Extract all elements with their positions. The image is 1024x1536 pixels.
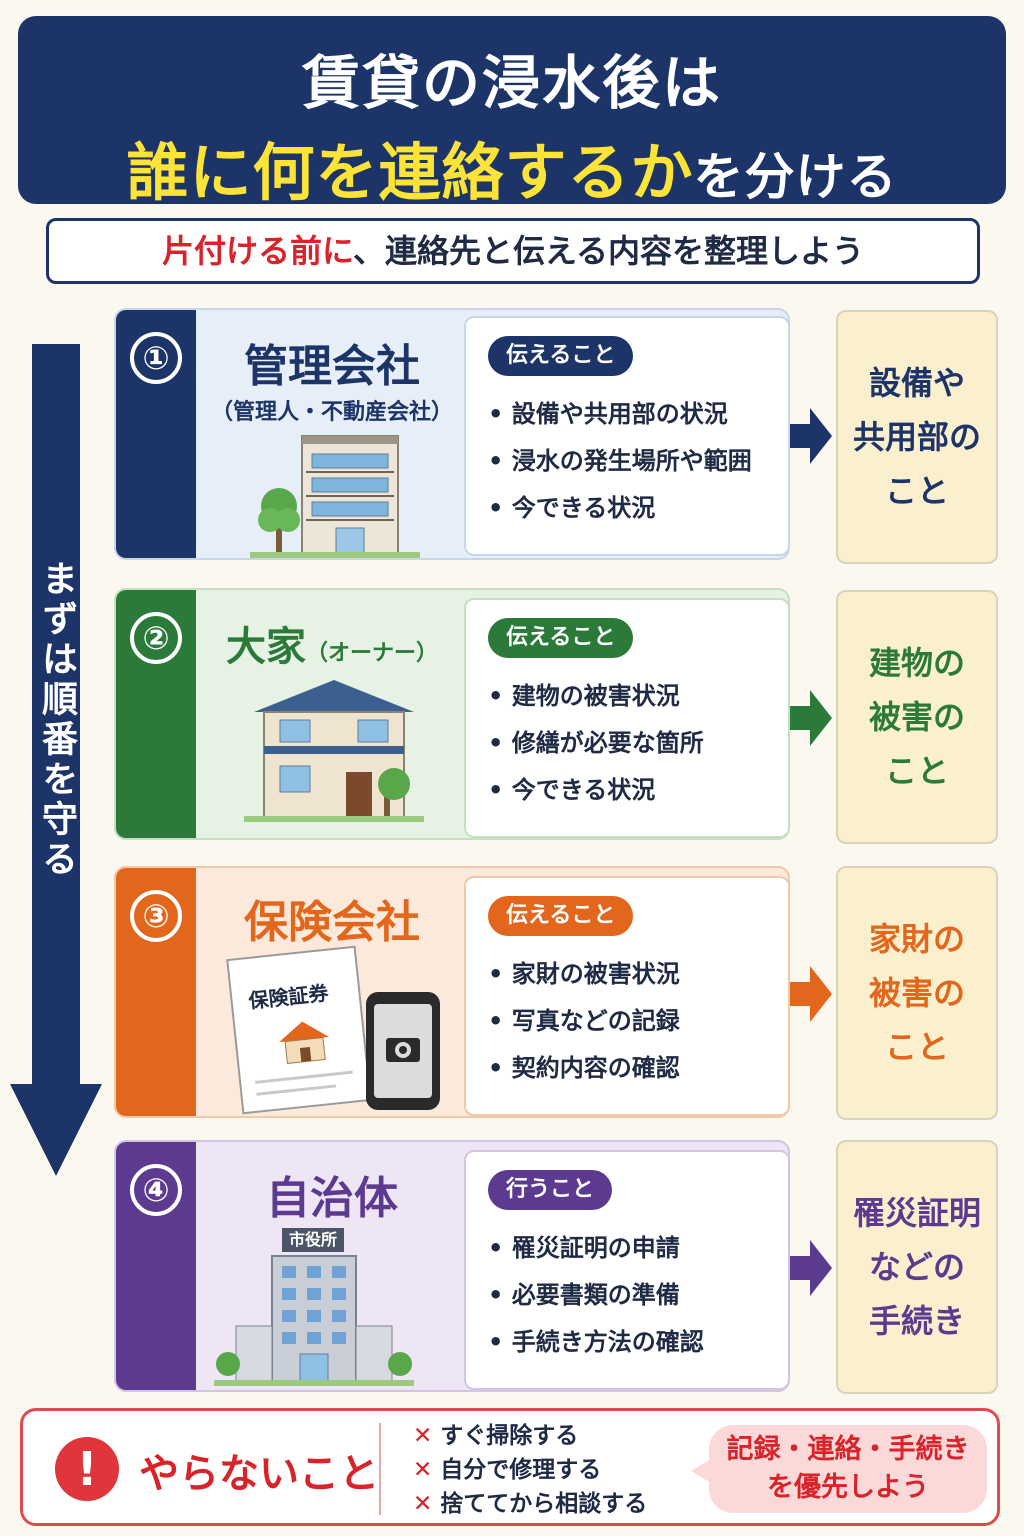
dont-item-text: すぐ掃除する (440, 1423, 579, 1449)
apartment-building-icon (250, 435, 420, 558)
list-item: • 罹災証明の申請 (488, 1234, 680, 1262)
list-item: • 今できる状況 (488, 776, 656, 804)
result-box: 罹災証明 などの 手続き (836, 1140, 998, 1394)
list-item: • 修繕が必要な箇所 (488, 729, 704, 757)
flow-label: まずは順番を守る (36, 560, 77, 880)
info-pill: 伝えること (488, 336, 634, 376)
cross-icon: ✕ (413, 1423, 433, 1449)
result-line: 共用部の (852, 418, 981, 456)
list-item: • 必要書類の準備 (488, 1281, 680, 1309)
step-number: ④ (130, 1164, 182, 1216)
result-line: こと (884, 472, 949, 510)
info-panel: 伝えること • 建物の被害状況 • 修繕が必要な箇所 • 今できる状況 (464, 598, 790, 838)
info-list: • 家財の被害状況 • 写真などの記録 • 契約内容の確認 (488, 956, 680, 1097)
step-number: ③ (130, 890, 182, 942)
list-item: • 浸水の発生場所や範囲 (488, 447, 752, 475)
list-item: • 設備や共用部の状況 (488, 400, 728, 428)
cross-icon: ✕ (413, 1457, 433, 1483)
subtitle-emphasis: 片付ける前に (161, 232, 353, 270)
smartphone-camera-icon (366, 992, 440, 1110)
step-title: 保険会社 (244, 897, 420, 948)
dont-list: ✕ すぐ掃除する ✕ 自分で修理する ✕ 捨ててから相談する (413, 1419, 647, 1521)
info-pill: 伝えること (488, 618, 634, 658)
result-line: こと (884, 1028, 949, 1066)
bubble-tail (691, 1459, 711, 1483)
result-line: 建物の (868, 644, 965, 682)
city-hall-icon (214, 1255, 414, 1386)
info-panel: 伝えること • 設備や共用部の状況 • 浸水の発生場所や範囲 • 今できる状況 (464, 316, 790, 556)
exclamation-icon: ! (55, 1437, 119, 1501)
info-panel: 行うこと • 罹災証明の申請 • 必要書類の準備 • 手続き方法の確認 (464, 1150, 790, 1390)
divider (379, 1423, 381, 1515)
info-pill: 行うこと (488, 1170, 613, 1210)
header-title-line1: 賃貸の浸水後は (301, 49, 722, 117)
dont-box: ! やらないこと ✕ すぐ掃除する ✕ 自分で修理する ✕ 捨ててから相談する 記録・… (20, 1408, 1000, 1526)
info-list: • 建物の被害状況 • 修繕が必要な箇所 • 今できる状況 (488, 678, 704, 819)
header-tail: を分ける (693, 148, 898, 206)
dont-label: やらないこと (139, 1451, 379, 1497)
advice-bubble: 記録・連絡・手続き を優先しよう (709, 1425, 987, 1513)
right-arrow-icon (790, 966, 832, 1022)
subtitle-rest: 、連絡先と伝える内容を整理しよう (353, 232, 865, 270)
header-highlight: 誰に何を連絡するか (126, 136, 694, 209)
result-line: 被害の (868, 698, 965, 736)
result-line: 設備や (868, 364, 965, 402)
result-line: 被害の (868, 974, 965, 1012)
list-item: ✕ 捨ててから相談する (413, 1487, 647, 1521)
step-title: 管理会社 (244, 341, 420, 392)
right-arrow-icon (790, 1240, 832, 1296)
list-item: ✕ すぐ掃除する (413, 1419, 647, 1453)
info-pill: 伝えること (488, 896, 634, 936)
result-box: 設備や 共用部の こと (836, 310, 998, 564)
header-banner: 賃貸の浸水後は 誰に何を連絡するかを分ける (18, 16, 1006, 209)
list-item: • 手続き方法の確認 (488, 1328, 704, 1356)
house-small-icon (279, 1021, 329, 1064)
step-title: 自治体 (266, 1173, 398, 1224)
info-list: • 設備や共用部の状況 • 浸水の発生場所や範囲 • 今できる状況 (488, 396, 752, 537)
doc-label: 保険証券 (247, 980, 330, 1014)
info-list: • 罹災証明の申請 • 必要書類の準備 • 手続き方法の確認 (488, 1230, 704, 1371)
dont-item-text: 自分で修理する (440, 1457, 602, 1483)
result-line: 家財の (868, 920, 965, 958)
result-box: 家財の 被害の こと (836, 866, 998, 1120)
header-title-line2: 誰に何を連絡するかを分ける (18, 122, 1006, 212)
step-subtitle: （管理人・不動産会社） (210, 400, 453, 425)
list-item: • 家財の被害状況 (488, 960, 680, 988)
bubble-line: 記録・連絡・手続き (726, 1434, 970, 1465)
right-arrow-icon (790, 690, 832, 746)
info-panel: 伝えること • 家財の被害状況 • 写真などの記録 • 契約内容の確認 (464, 876, 790, 1116)
house-icon (244, 680, 424, 822)
step-title-row: 大家（オーナー） (196, 614, 468, 672)
list-item: ✕ 自分で修理する (413, 1453, 647, 1487)
cross-icon: ✕ (413, 1491, 433, 1517)
result-line: 罹災証明 (852, 1194, 981, 1232)
result-line: などの (868, 1248, 965, 1286)
right-arrow-icon (790, 408, 832, 464)
down-arrow-icon (10, 344, 102, 1176)
step-subtitle: （オーナー） (305, 641, 438, 666)
result-line: 手続き (868, 1302, 965, 1340)
result-line: こと (884, 752, 949, 790)
bubble-line: を優先しよう (767, 1472, 929, 1503)
subtitle-box: 片付ける前に、連絡先と伝える内容を整理しよう (46, 218, 980, 284)
step-number: ② (130, 612, 182, 664)
result-box: 建物の 被害の こと (836, 590, 998, 844)
list-item: • 契約内容の確認 (488, 1054, 680, 1082)
step-title: 大家 (225, 624, 306, 670)
dont-item-text: 捨ててから相談する (440, 1491, 648, 1517)
list-item: • 今できる状況 (488, 494, 656, 522)
insurance-policy-document: 保険証券 (226, 945, 372, 1115)
list-item: • 建物の被害状況 (488, 682, 680, 710)
list-item: • 写真などの記録 (488, 1007, 680, 1035)
step-number: ① (130, 332, 182, 384)
city-hall-sign: 市役所 (282, 1228, 344, 1252)
